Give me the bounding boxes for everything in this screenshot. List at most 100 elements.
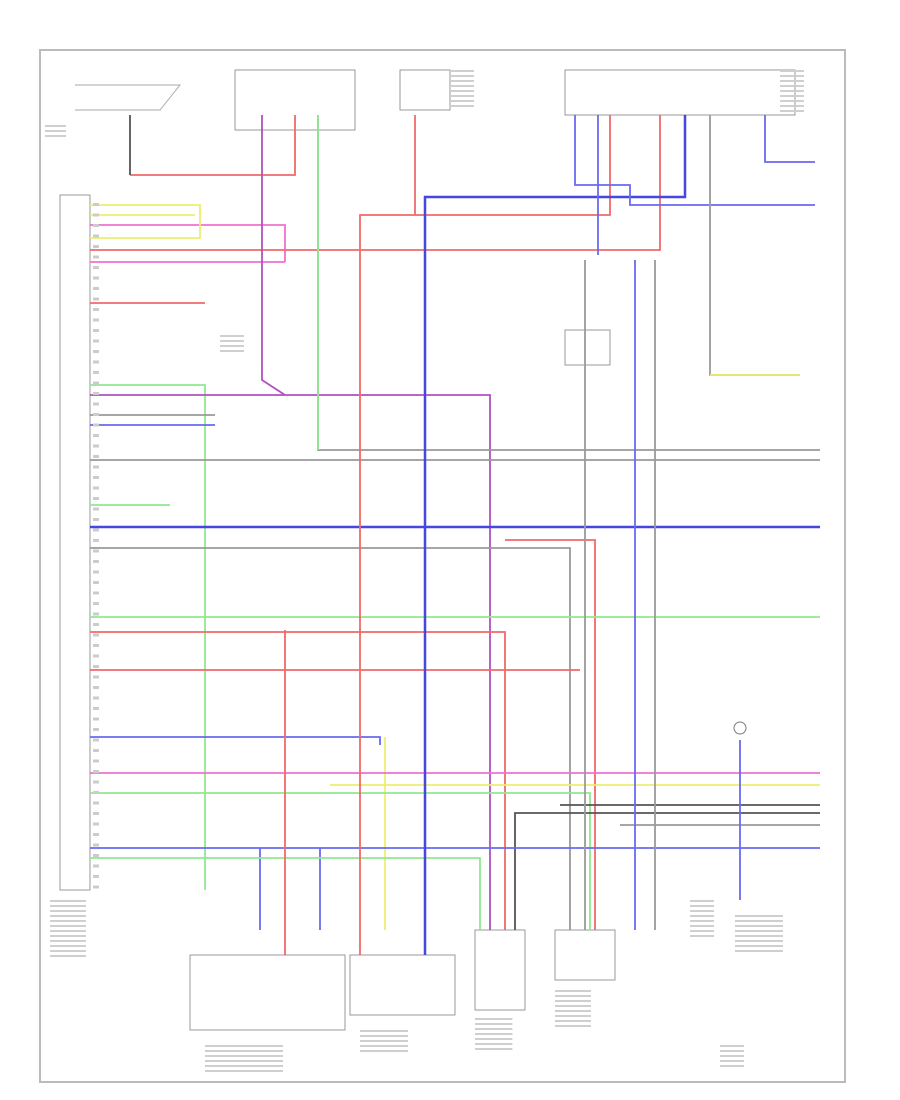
label-placeholder (555, 1025, 591, 1027)
label-placeholder (450, 95, 474, 97)
pin-number-mark (93, 245, 99, 248)
label-placeholder (780, 110, 804, 112)
pin-number-mark (93, 329, 99, 332)
label-placeholder (555, 995, 591, 997)
label-placeholder (780, 85, 804, 87)
pin-number-mark (93, 654, 99, 658)
wire-yellow (90, 204, 201, 215)
pin-number-mark (93, 822, 99, 826)
label-placeholder (780, 70, 804, 72)
label-placeholder (780, 90, 804, 92)
wire-yellow (90, 205, 201, 239)
label-placeholder (50, 915, 86, 917)
label-placeholder (50, 940, 86, 942)
label-placeholder (780, 95, 804, 97)
label-placeholder (475, 1048, 513, 1050)
pin-number-mark (93, 360, 99, 364)
pin-number-mark (93, 224, 99, 227)
label-placeholder (205, 1070, 283, 1072)
label-placeholder (45, 135, 66, 137)
label-placeholder (205, 1065, 283, 1067)
label-placeholder (50, 950, 86, 952)
diagram-frame (39, 49, 846, 1083)
wire-red (90, 115, 661, 251)
pin-number-mark (93, 350, 99, 353)
label-placeholder (555, 1010, 591, 1012)
wire-gray (90, 547, 571, 930)
pin-number-mark (93, 675, 99, 679)
pin-number-mark (93, 602, 99, 605)
pin-number-mark (93, 465, 99, 469)
label-placeholder (50, 920, 86, 922)
components (75, 69, 796, 1031)
pin-number-mark (93, 728, 99, 731)
label-placeholder (450, 70, 474, 72)
connector-assembly (554, 929, 616, 981)
label-placeholder (360, 1040, 408, 1042)
label-placeholder (50, 905, 86, 907)
label-placeholder (50, 955, 86, 957)
label-placeholder (360, 1030, 408, 1032)
label-placeholder (450, 80, 474, 82)
label-placeholder (220, 345, 244, 347)
label-placeholder (475, 1043, 513, 1045)
label-placeholder (735, 930, 783, 932)
pin-number-mark (93, 791, 99, 794)
label-placeholder (50, 910, 86, 912)
pin-number-mark (93, 234, 99, 238)
pin-number-mark (93, 843, 99, 847)
wire-blue (764, 115, 815, 163)
pin-number-mark (93, 707, 99, 710)
label-placeholder (690, 930, 714, 932)
wire-green (90, 384, 206, 890)
label-placeholder (205, 1050, 283, 1052)
label-placeholder (50, 935, 86, 937)
pin-number-mark (93, 644, 99, 647)
label-placeholder (360, 1035, 408, 1037)
label-placeholder (555, 990, 591, 992)
pin-number-mark (93, 371, 99, 374)
label-placeholder (475, 1033, 513, 1035)
label-placeholder (735, 920, 783, 922)
pin-number-mark (93, 444, 99, 448)
label-placeholder (735, 925, 783, 927)
pin-number-mark (93, 738, 99, 742)
label-placeholder (450, 90, 474, 92)
label-placeholder (450, 85, 474, 87)
pin-number-mark (93, 780, 99, 784)
label-placeholder (475, 1023, 513, 1025)
pin-number-mark (93, 308, 99, 311)
label-placeholder (735, 935, 783, 937)
wire-gray (317, 115, 820, 451)
label-placeholder (50, 930, 86, 932)
pin-number-mark (93, 318, 99, 322)
label-placeholder (475, 1018, 513, 1020)
pin-number-mark (93, 486, 99, 490)
label-placeholder (720, 1050, 744, 1052)
label-placeholder (450, 105, 474, 107)
label-placeholder (720, 1065, 744, 1067)
label-placeholder (220, 350, 244, 352)
label-placeholder (690, 910, 714, 912)
pin-number-mark (93, 885, 99, 889)
pin-number-mark (93, 633, 99, 637)
label-placeholder (780, 80, 804, 82)
pin-number-mark (93, 801, 99, 805)
ground-symbol (733, 721, 747, 735)
wire-green (90, 792, 591, 930)
ignition-switch (75, 84, 182, 111)
label-placeholder (45, 125, 66, 127)
label-placeholder (690, 935, 714, 937)
label-placeholder (205, 1060, 283, 1062)
pin-number-mark (93, 612, 99, 616)
wire-blue (90, 736, 381, 745)
wire-gray (709, 115, 800, 376)
label-placeholder (735, 940, 783, 942)
pin-number-mark (93, 591, 99, 595)
label-placeholder (690, 920, 714, 922)
label-placeholder (555, 1020, 591, 1022)
label-placeholder (555, 1015, 591, 1017)
pin-number-mark (93, 833, 99, 836)
pin-number-mark (93, 276, 99, 280)
label-placeholder (690, 905, 714, 907)
